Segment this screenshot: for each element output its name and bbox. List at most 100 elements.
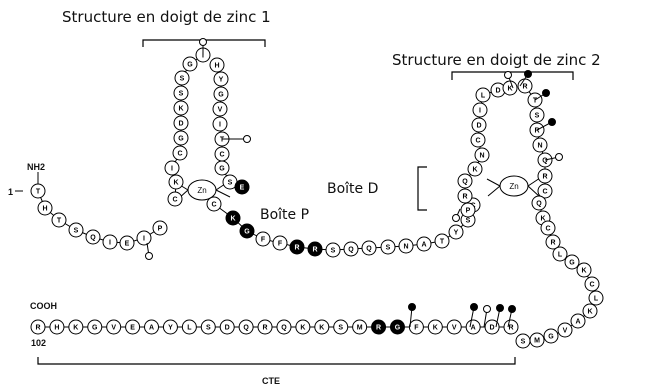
residue-cte_segment-20: E [125,319,141,335]
residue-letter: R [263,325,268,332]
residue-finger1_right-7: G [214,160,230,176]
residue-letter: K [73,325,78,332]
residue-letter: R [534,128,539,135]
residue-letter: S [521,339,526,346]
c-terminus-index: 102 [31,338,46,348]
residue-letter: S [206,325,211,332]
residue-letter: R [462,194,467,201]
residue-letter: K [581,268,586,275]
residue-letter: L [187,325,192,332]
residue-finger1_left-1: K [168,174,184,190]
finger2-title: Structure en doigt de zinc 2 [392,51,601,69]
residue-finger1_left-9: G [182,56,198,72]
residue-finger1_left-3: C [172,145,188,161]
residue-letter: F [261,237,266,244]
residue-nterm_segment-7: I [136,230,152,246]
cte-bracket [37,357,516,365]
residue-letter: I [109,240,111,247]
residue-linker1-9: Q [361,240,377,256]
residue-finger1_right-3: V [212,101,228,117]
residue-letter: G [395,325,401,332]
residue-cte_segment-5: F [408,319,424,335]
residue-cte_segment-22: G [87,319,103,335]
residue-letter: D [178,121,183,128]
residue-cte_segment-2: A [465,319,481,335]
residue-finger1_left-7: S [173,85,189,101]
residue-letter: R [542,174,547,181]
residue-letter: A [149,325,154,332]
residue-linker1-11: N [398,238,414,254]
residue-finger2_left-6: D [471,117,487,133]
residue-linker2-2: L [552,246,568,262]
residue-letter: S [535,113,540,120]
cte-label: CTE [262,376,280,386]
modification-marker-9 [470,303,478,311]
modification-marker-6 [548,118,556,126]
residue-letter: F [278,241,283,248]
residue-letter: H [214,63,219,70]
residue-letter: Q [281,325,287,332]
zinc-ion-1-label: Zn [197,186,206,195]
residue-letter: E [125,241,130,248]
residue-finger2_right-7: C [537,183,553,199]
residue-linker2-10: G [543,328,559,344]
residue-letter: T [36,189,41,196]
residue-linker2-6: L [588,290,604,306]
box-d-label: Boîte D [327,181,378,197]
residue-letter: R [508,325,513,332]
residue-linker1-0: C [206,196,222,212]
residue-cte_segment-19: A [144,319,160,335]
residue-letter: R [312,247,317,254]
modification-marker-0 [199,38,207,46]
backbone [37,54,597,342]
residue-letter: R [550,240,555,247]
residue-letter: A [421,242,426,249]
residue-linker1-1: K [225,210,241,226]
residue-finger1_right-9: E [234,179,250,195]
residue-letter: L [594,296,599,303]
residue-letter: G [548,334,554,341]
residue-letter: H [54,325,59,332]
residue-nterm_segment-4: Q [85,229,101,245]
residue-finger2_right-4: N [532,137,548,153]
residue-letter: R [522,84,527,91]
residue-letter: H [42,206,47,213]
residue-letter: G [569,260,575,267]
residue-linker2-5: C [584,276,600,292]
residue-letter: M [357,325,363,332]
residue-finger1_right-1: Y [213,71,229,87]
residue-finger2_left-4: N [474,147,490,163]
finger1-title: Structure en doigt de zinc 1 [62,8,271,26]
residue-linker1-3: F [255,231,271,247]
residue-letter: C [542,189,547,196]
n-terminus-index: 1 [8,187,13,197]
residue-nterm_segment-2: T [51,212,67,228]
residue-cte_segment-18: Y [162,319,178,335]
residue-letter: R [376,325,381,332]
residue-letter: C [172,197,177,204]
residue-letter: I [479,108,481,115]
residue-linker1-8: Q [343,241,359,257]
residue-letter: K [230,216,235,223]
residue-letter: G [218,92,224,99]
residue-finger1_right-4: I [212,116,228,132]
residue-finger1_left-8: S [174,70,190,86]
residue-finger1_left-0: C [167,191,183,207]
residue-letter: S [180,76,185,83]
residue-cte_segment-10: K [314,319,330,335]
residue-finger1_left-4: G [173,130,189,146]
residue-finger2_left-10: K [502,80,518,96]
residue-letter: S [228,180,233,187]
residue-letter: G [187,62,193,69]
residue-cte_segment-23: K [68,319,84,335]
residue-finger1_left-5: D [173,115,189,131]
residue-cte_segment-21: V [106,319,122,335]
residue-letter: S [74,228,79,235]
residue-nterm_segment-5: I [102,234,118,250]
residue-nterm_segment-8: P [152,220,168,236]
residue-linker1-2: G [239,223,255,239]
residue-cte_segment-11: K [295,319,311,335]
modification-marker-11 [496,304,504,312]
residue-linker1-14: Y [448,224,464,240]
residue-linker2-11: M [529,332,545,348]
